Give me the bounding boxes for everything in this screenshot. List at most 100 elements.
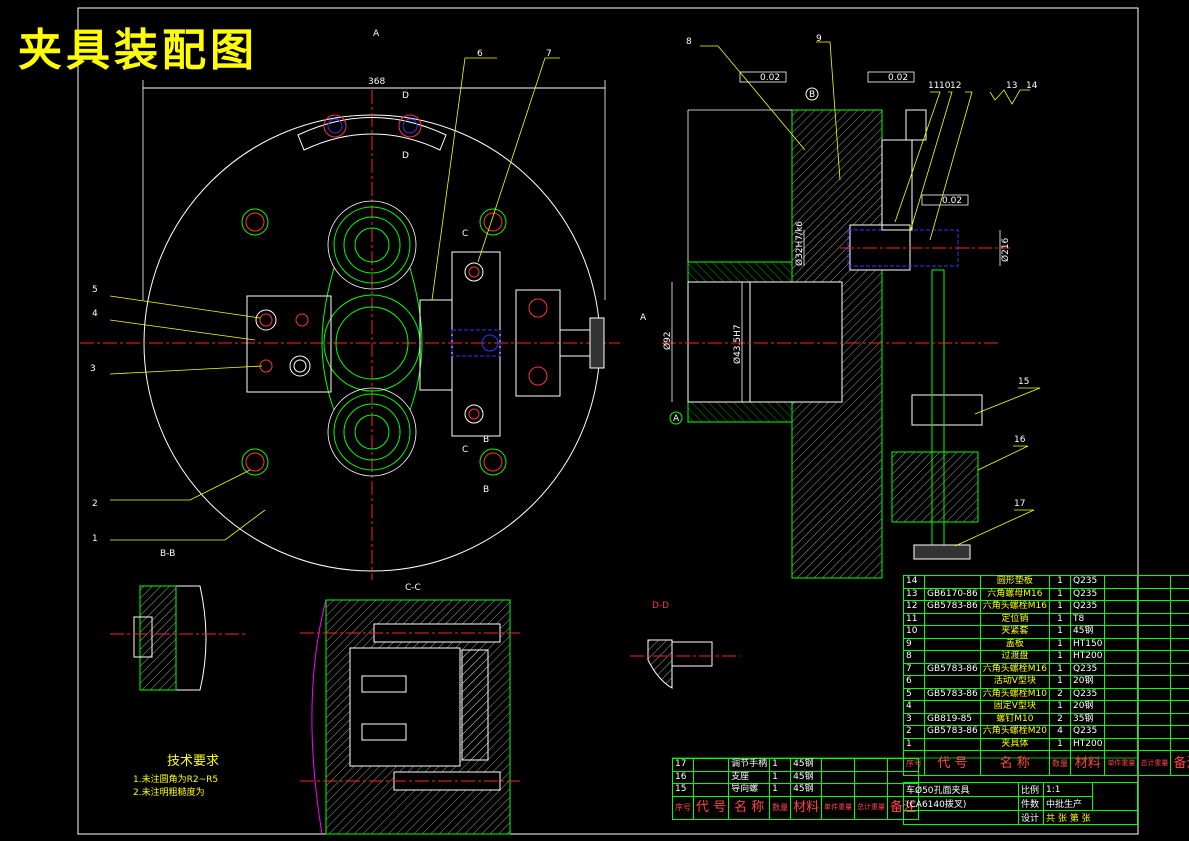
bom-cell-qty: 1 <box>1048 612 1071 626</box>
bom-cell-no: 8 <box>903 650 925 664</box>
bom2-cell-name: 导向螺 <box>728 783 771 797</box>
bom-cell-name: 六角螺母M16 <box>979 587 1050 601</box>
bom-cell-empty <box>1137 612 1172 626</box>
bom-cell-empty <box>1170 575 1189 589</box>
callout-4: 4 <box>92 309 98 319</box>
bom2-cell-code <box>692 770 730 784</box>
bom-cell-mat: 45钢 <box>1069 625 1106 639</box>
section-mark-c2: C <box>462 445 468 455</box>
bom-cell-qty: 1 <box>1048 637 1071 651</box>
datum-b: B <box>809 90 815 100</box>
bom-cell-name: 六角头螺栓M10 <box>979 687 1050 701</box>
bom2-cell-mat: 45钢 <box>790 783 823 797</box>
bom-cell-mat: HT200 <box>1069 650 1106 664</box>
bom-cell-empty <box>1104 625 1139 639</box>
bom2-cell-empty <box>854 758 889 772</box>
bom-cell-empty <box>1137 662 1172 676</box>
bom-cell-empty <box>1137 675 1172 689</box>
callout-14: 14 <box>1026 81 1038 91</box>
bom-cell-empty <box>1104 737 1139 751</box>
bom-cell-empty <box>1104 725 1139 739</box>
bom-cell-empty <box>1137 625 1172 639</box>
bom-cell-code: GB5783-86 <box>924 600 981 614</box>
callout-9: 9 <box>816 34 822 44</box>
bom-cell-code <box>924 675 981 689</box>
bom-cell-no: 13 <box>903 587 925 601</box>
tb-qty: 中批生产 <box>1043 796 1093 811</box>
bom-cell-code <box>924 575 981 589</box>
callout-10: 10 <box>939 81 951 91</box>
callout-3: 3 <box>90 364 96 374</box>
bom-cell-code: GB5783-86 <box>924 687 981 701</box>
tb-qty-label: 件数 <box>1018 796 1044 811</box>
bom-cell-empty <box>1170 650 1189 664</box>
section-bb: B-B <box>110 549 248 691</box>
section-dd: D-D <box>630 601 740 689</box>
dim-368: 368 <box>368 77 385 87</box>
bom-cell-code: GB5783-86 <box>924 725 981 739</box>
bom-cell-empty <box>1104 587 1139 601</box>
bom-cell-name: 螺钉M10 <box>979 712 1050 726</box>
callout-1: 1 <box>92 534 98 544</box>
bom-cell-name: 活动V型块 <box>979 675 1050 689</box>
section-title-cc: C-C <box>405 583 421 593</box>
tech-item-1: 1.未注圆角为R2~R5 <box>133 775 219 785</box>
callout-2: 2 <box>92 499 98 509</box>
bom-cell-no: 14 <box>903 575 925 589</box>
bom2-cell-no: 16 <box>672 770 694 784</box>
bom2-cell-no: 15 <box>672 783 694 797</box>
bom-cell-mat: Q235 <box>1069 575 1106 589</box>
bom-cell-qty: 1 <box>1048 700 1071 714</box>
callout-16: 16 <box>1014 435 1026 445</box>
bom-cell-code: GB819-85 <box>924 712 981 726</box>
bom-cell-qty: 2 <box>1048 712 1071 726</box>
bom-cell-empty <box>1137 737 1172 751</box>
tol-frame-3: 0.02 <box>942 196 962 206</box>
bom-cell-no: 12 <box>903 600 925 614</box>
bom-cell-no: 9 <box>903 637 925 651</box>
callout-6: 6 <box>477 49 483 59</box>
bom-cell-empty <box>1170 687 1189 701</box>
section-mark-d2: D <box>402 151 409 161</box>
tol-frame-1: 0.02 <box>760 73 780 83</box>
bom-cell-name: 盖板 <box>979 637 1050 651</box>
bom-cell-name: 固定V型块 <box>979 700 1050 714</box>
tech-item-2: 2.未注明粗糙度为 <box>133 788 205 798</box>
callout-11: 11 <box>928 81 939 91</box>
bom2-cell-mat: 45钢 <box>790 758 823 772</box>
bom-cell-code <box>924 612 981 626</box>
bom-cell-empty <box>1137 650 1172 664</box>
bom-cell-qty: 1 <box>1048 662 1071 676</box>
bom-header-row: 序号 代 号 名 称 数量 材料 单件重量 总计重量 备注 <box>903 750 1189 776</box>
bom2-cell-name: 调节手柄 <box>728 758 771 772</box>
callout-12: 12 <box>950 81 961 91</box>
bom-cell-name: 夹具体 <box>979 737 1050 751</box>
bom2-cell-qty: 1 <box>769 758 792 772</box>
tb-scale: 1:1 <box>1043 782 1093 797</box>
bom-cell-qty: 2 <box>1048 687 1071 701</box>
bom-cell-mat: 35钢 <box>1069 712 1106 726</box>
callout-7: 7 <box>546 49 552 59</box>
bom-cell-empty <box>1137 687 1172 701</box>
bom-cell-empty <box>1104 712 1139 726</box>
callout-8: 8 <box>686 37 692 47</box>
view-label-a: A <box>373 29 380 39</box>
callout-13: 13 <box>1006 81 1017 91</box>
bom-cell-name: 六角头螺栓M16 <box>979 600 1050 614</box>
bom2-cell-empty <box>821 770 856 784</box>
bom2-cell-no: 17 <box>672 758 694 772</box>
section-mark-b2: B <box>483 485 489 495</box>
bom-cell-mat: HT200 <box>1069 737 1106 751</box>
tb-sheet: 共 张 第 张 <box>1043 810 1138 825</box>
drawing-title: 夹具装配图 <box>18 25 258 76</box>
bom-cell-code <box>924 625 981 639</box>
